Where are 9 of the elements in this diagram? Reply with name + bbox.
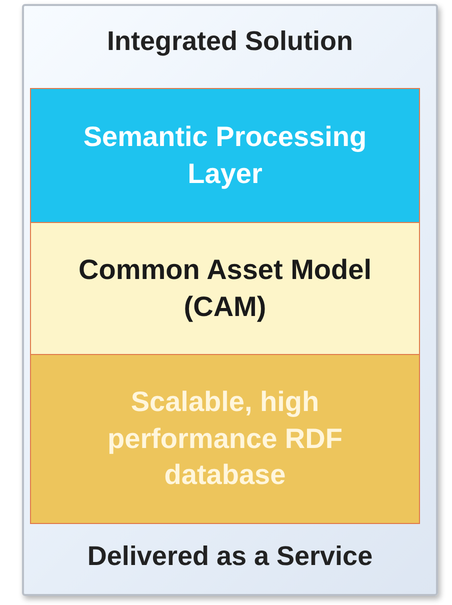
layer-band xyxy=(31,89,419,223)
layer-label: Scalable, high performance RDF database xyxy=(106,385,344,492)
layer-band xyxy=(31,223,419,355)
solution-panel xyxy=(22,4,438,596)
layer-label: Semantic Processing Layer xyxy=(82,120,368,191)
panel-title: Integrated Solution xyxy=(106,26,354,57)
layer-label: Common Asset Model (CAM) xyxy=(78,253,372,324)
layer-band xyxy=(31,355,419,523)
panel-footer: Delivered as a Service xyxy=(24,541,436,572)
